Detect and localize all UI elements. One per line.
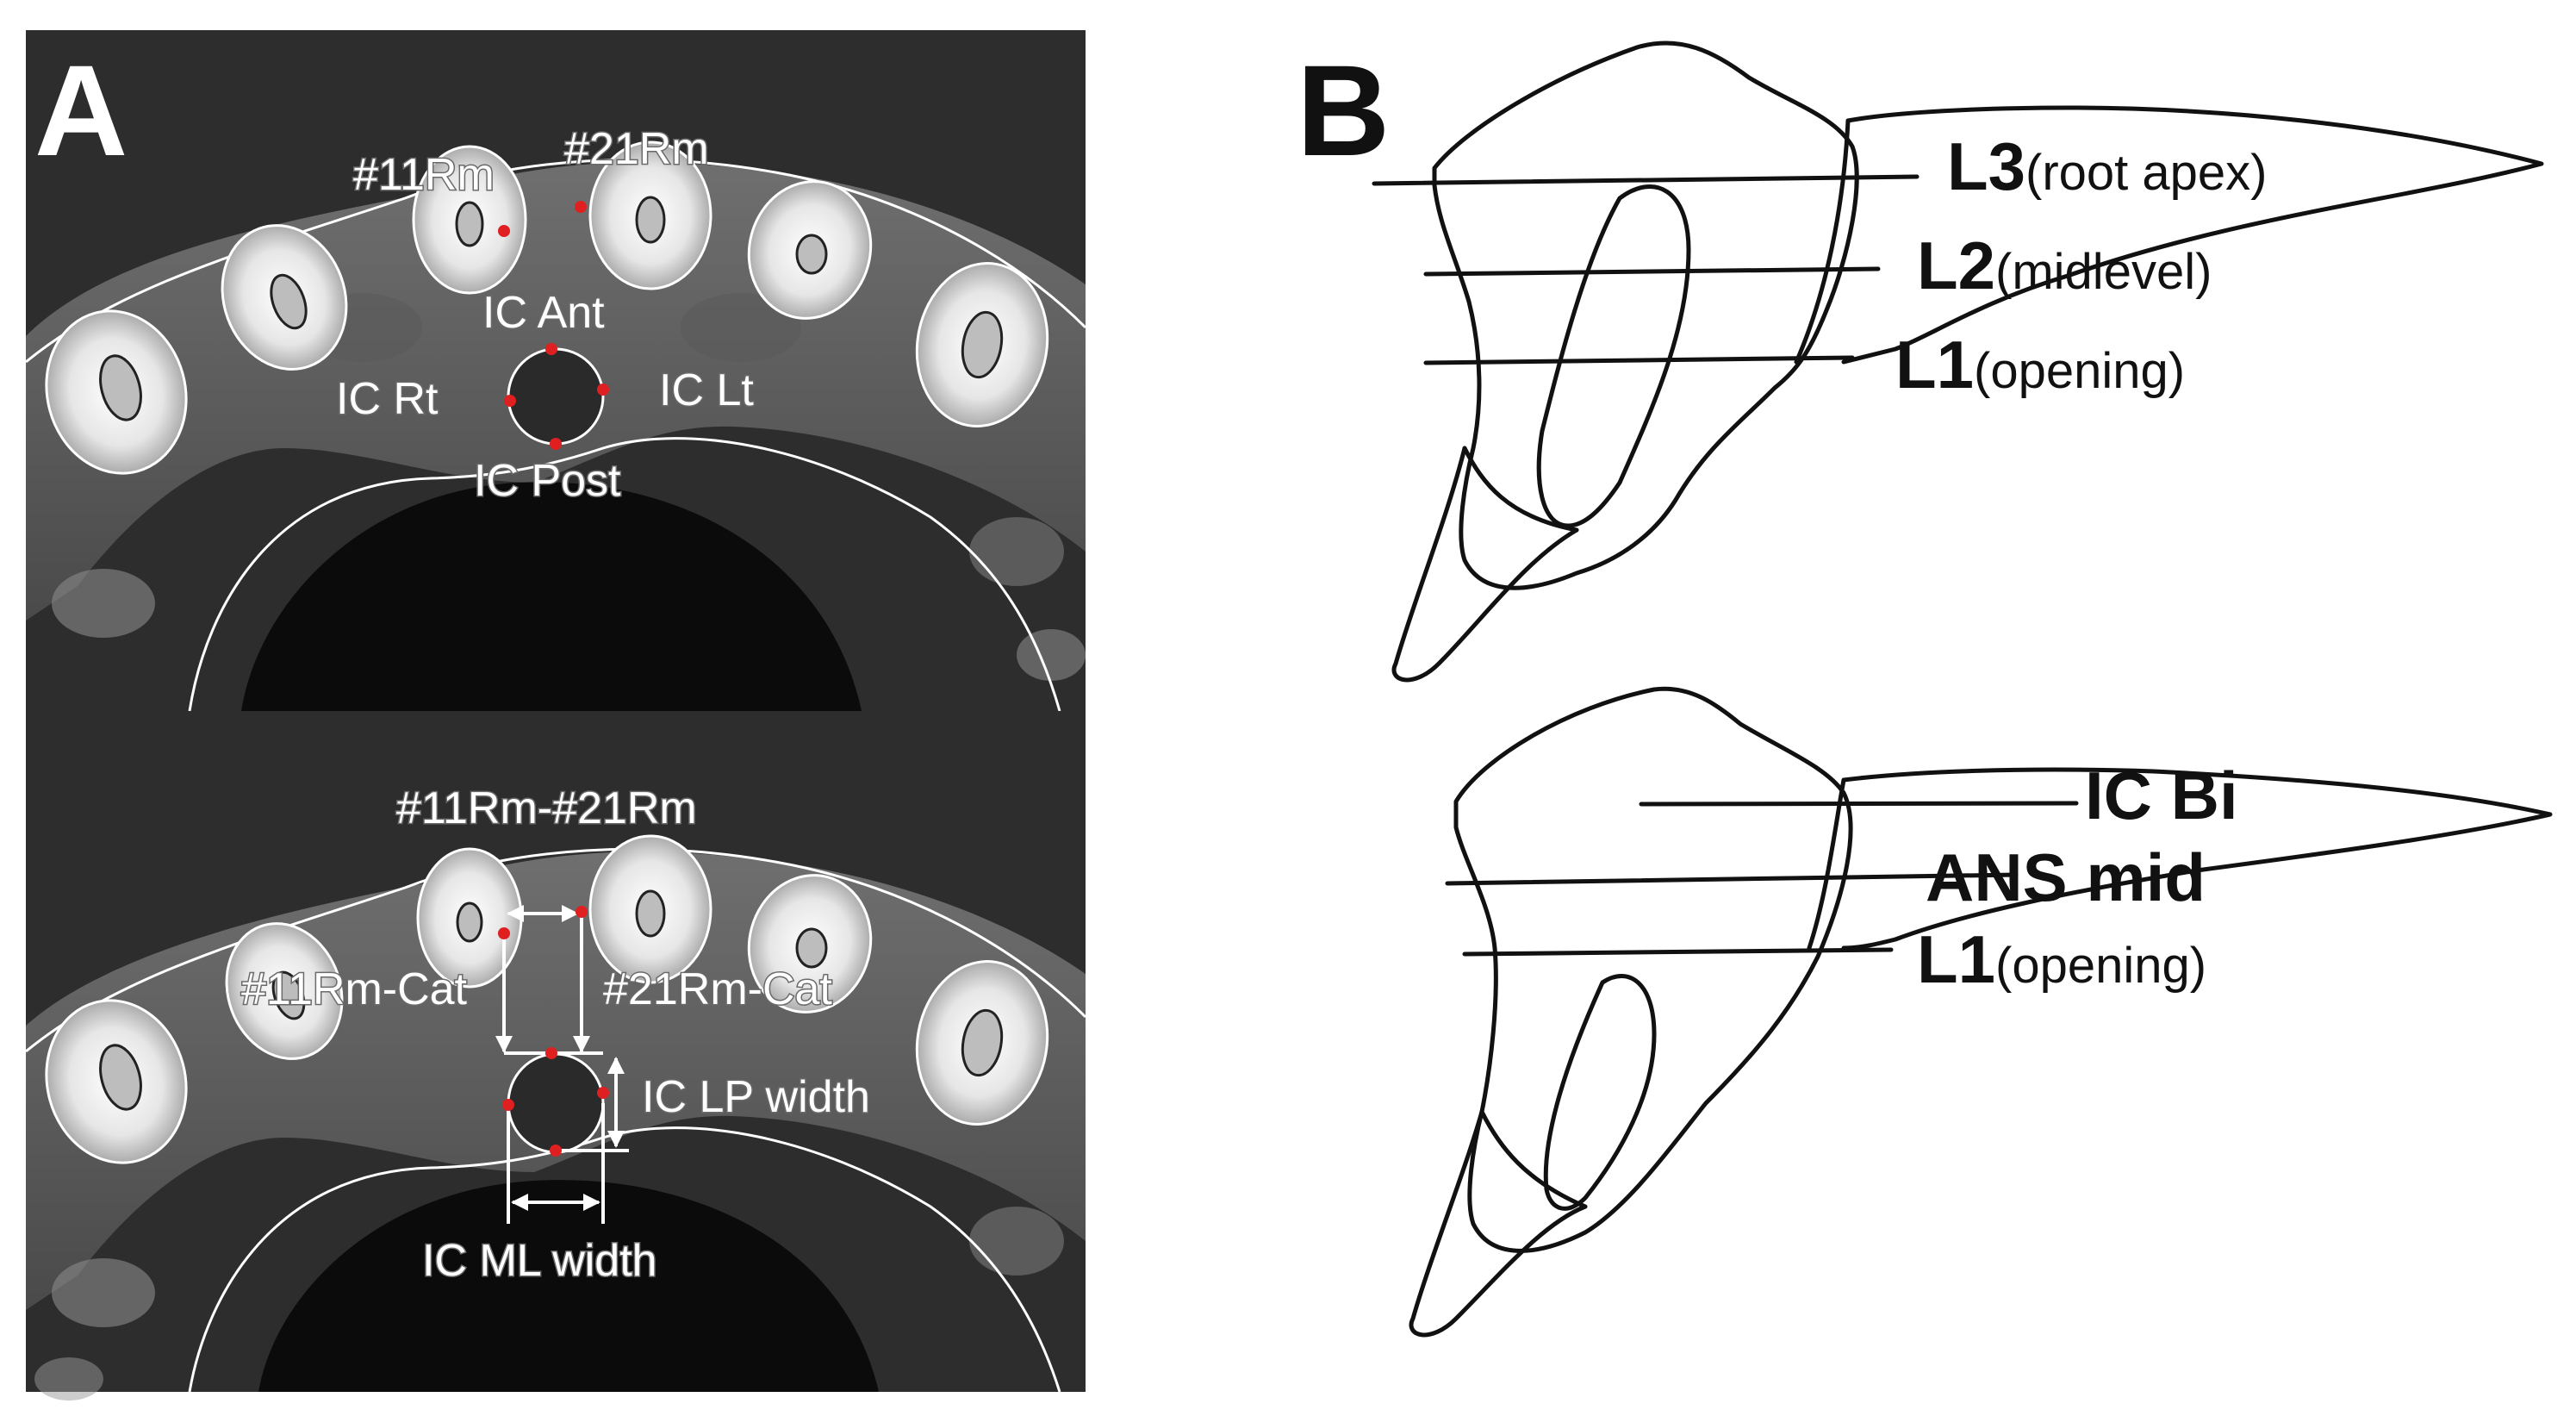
label-ic-lp-width: IC LP width — [642, 1072, 870, 1122]
sagittal-tracing-top: L3(root apex) L2(midlevel) L1(opening) — [1372, 41, 2544, 683]
panel-b: B L3(root apex) L2(midlevel) L1(opening) — [1297, 38, 2553, 1338]
panel-b-letter: B — [1297, 38, 1390, 183]
label-ic-lt: IC Lt — [659, 365, 754, 415]
incisive-canal-bottom — [507, 1052, 605, 1154]
label-11rm-21rm: #11Rm-#21Rm — [396, 783, 697, 833]
tooth-row-bottom — [45, 834, 1049, 1164]
panel-a-top: #11Rm #21Rm IC Ant IC Rt IC Lt IC Post A — [25, 30, 1087, 712]
label-11rm-cat: #11Rm-Cat — [241, 964, 468, 1014]
label-21rm-cat: #21Rm-Cat — [603, 964, 832, 1014]
level-l2: L2(midlevel) — [1917, 228, 2212, 303]
tooth-row-top — [45, 140, 1049, 475]
label-ic-ml-width: IC ML width — [422, 1236, 657, 1286]
label-ic-rt: IC Rt — [336, 374, 439, 424]
level-l3: L3(root apex) — [1947, 128, 2268, 204]
sagittal-tracing-bottom: IC Bi ANS mid L1(opening) — [1409, 686, 2553, 1338]
level-l1-top: L1(opening) — [1895, 327, 2185, 402]
label-ic-post: IC Post — [474, 456, 621, 506]
landmark-dots-bottom — [498, 906, 609, 1157]
label-ic-ant: IC Ant — [482, 288, 605, 338]
level-l1-bottom: L1(opening) — [1917, 921, 2206, 997]
panel-a-bottom: #11Rm-#21Rm #11Rm-Cat #21Rm-Cat IC LP wi… — [25, 711, 1087, 1400]
level-ic-bi: IC Bi — [2085, 758, 2238, 833]
incisive-canal-top — [507, 347, 605, 446]
level-ans-mid: ANS mid — [1926, 839, 2206, 915]
label-21rm: #21Rm — [564, 124, 709, 174]
landmark-dots-top — [498, 201, 609, 450]
panel-a-letter: A — [34, 38, 128, 183]
label-11rm: #11Rm — [353, 150, 495, 200]
